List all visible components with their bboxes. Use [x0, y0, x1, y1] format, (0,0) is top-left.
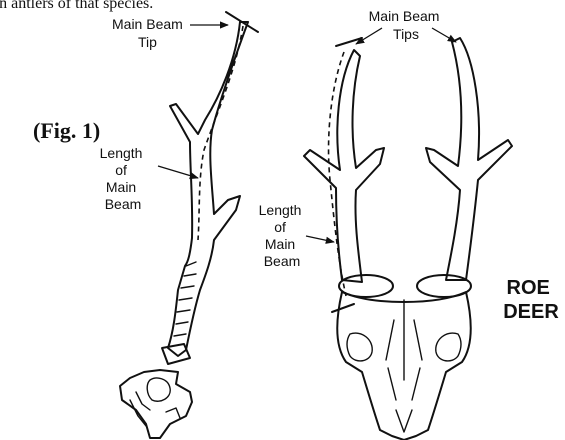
length-left-line-4: Beam [105, 196, 142, 212]
main-beam-tips-arrow-right [432, 28, 456, 42]
length-main-beam-left-label: Length of Main Beam [100, 145, 147, 212]
length-right-line-3: Main [265, 236, 295, 252]
length-left-arrow [158, 166, 198, 178]
header-cut-text: an antlers of that species. [0, 0, 153, 12]
length-right-line-4: Beam [264, 253, 301, 269]
main-beam-tips-line-2: Tips [393, 26, 419, 42]
main-beam-tip-line-2: Tip [138, 34, 157, 50]
species-line-2: DEER [503, 301, 559, 323]
species-line-1: ROE [507, 277, 550, 299]
main-beam-tips-arrow-left [356, 28, 382, 44]
front-view-antlers [304, 38, 512, 440]
main-beam-tip-label: Main Beam Tip [112, 16, 187, 50]
length-main-beam-right-label: Length of Main Beam [259, 202, 306, 269]
length-left-line-3: Main [106, 179, 136, 195]
length-right-arrow [306, 236, 334, 242]
length-left-line-1: Length [100, 145, 143, 161]
length-right-line-1: Length [259, 202, 302, 218]
length-left-line-2: of [115, 162, 127, 178]
main-beam-tips-label: Main Beam Tips [369, 8, 444, 42]
side-view-antler [120, 12, 258, 438]
main-beam-tips-line-1: Main Beam [369, 8, 440, 24]
main-beam-tip-line-1: Main Beam [112, 16, 183, 32]
figure-label: (Fig. 1) [33, 118, 100, 143]
species-label: ROE DEER [503, 277, 559, 323]
length-right-line-2: of [274, 219, 286, 235]
